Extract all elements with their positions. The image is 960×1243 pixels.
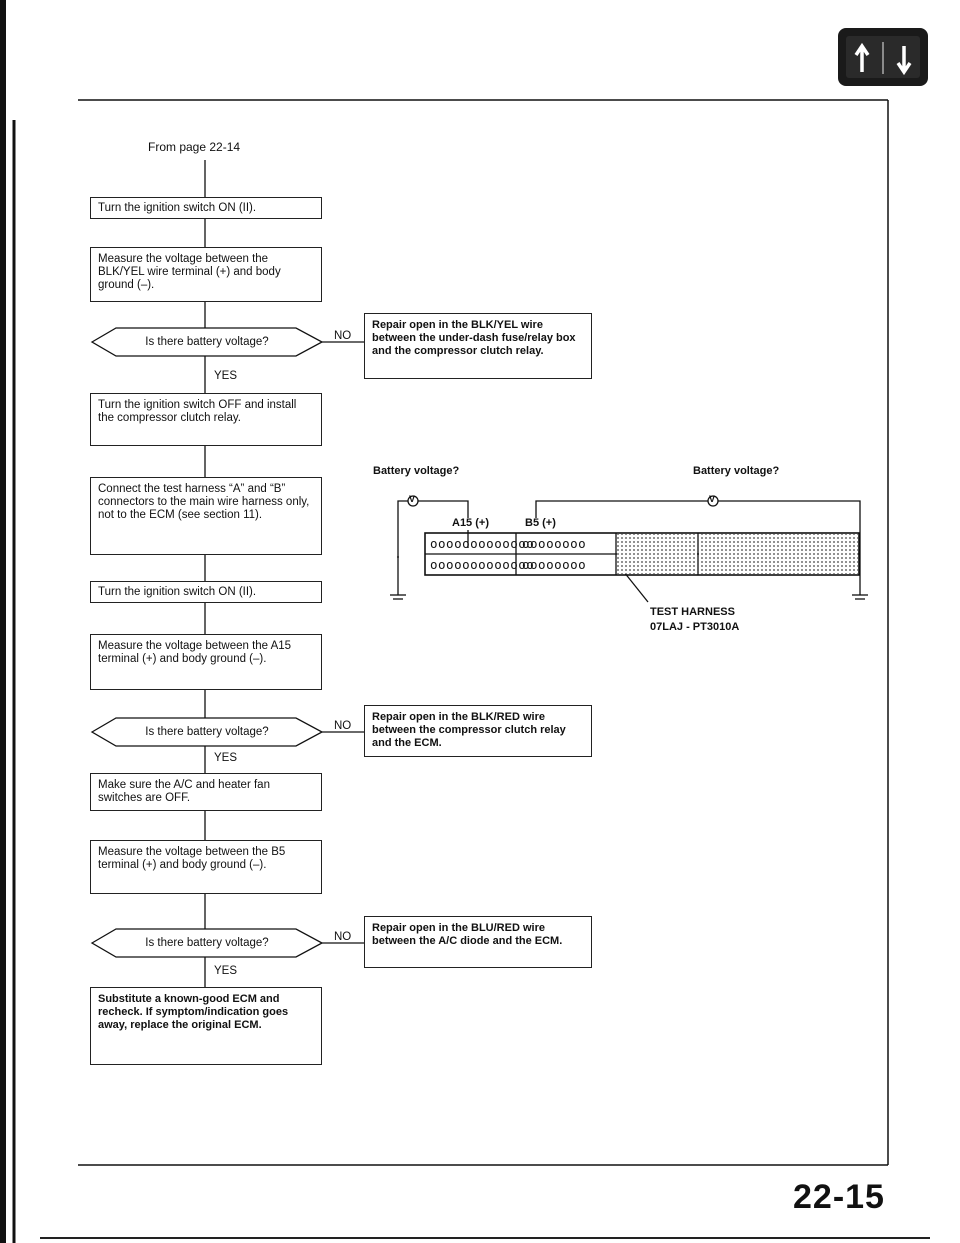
voltmeter-symbol-left: V [409, 494, 416, 504]
connector-b-row-2: oooooooo [522, 557, 587, 572]
section-icon [838, 28, 928, 86]
step-connect-harness: Connect the test harness “A” and “B” con… [90, 477, 322, 555]
test-harness-part: 07LAJ - PT3010A [650, 621, 740, 633]
binding-strip [0, 0, 6, 1243]
decision-1-text: Is there battery voltage? [145, 336, 269, 348]
repair-blk-red-wire: Repair open in the BLK/RED wire between … [364, 705, 592, 757]
from-page-label: From page 22-14 [148, 140, 241, 154]
repair-blk-yel-wire: Repair open in the BLK/YEL wire between … [364, 313, 592, 379]
connector-a-row-2: ooooooooooooo [430, 557, 535, 572]
step-substitute-ecm: Substitute a known-good ECM and recheck.… [90, 987, 322, 1065]
repair-blu-red-wire: Repair open in the BLU/RED wire between … [364, 916, 592, 968]
decision-2-text: Is there battery voltage? [145, 726, 269, 738]
step-measure-a15: Measure the voltage between the A15 term… [90, 634, 322, 690]
no-label-3: NO [334, 931, 352, 943]
step-install-relay: Turn the ignition switch OFF and install… [90, 393, 322, 446]
connector-b-row-1: oooooooo [522, 536, 587, 551]
battery-voltage-right: Battery voltage? [693, 465, 780, 477]
test-harness-label: TEST HARNESS [650, 606, 735, 618]
step-fan-switches-off: Make sure the A/C and heater fan switche… [90, 773, 322, 811]
connector-hatch-1 [617, 534, 697, 574]
yes-label-3: YES [214, 965, 238, 977]
step-ignition-on-2: Turn the ignition switch ON (II). [90, 581, 322, 603]
a15-terminal-label: A15 (+) [452, 517, 489, 529]
step-measure-blk-yel: Measure the voltage between the BLK/YEL … [90, 247, 322, 302]
decision-shape-2 [90, 717, 324, 747]
decision-shape-3 [90, 928, 324, 958]
yes-label-2: YES [214, 752, 238, 764]
step-ignition-on-1: Turn the ignition switch ON (II). [90, 197, 322, 219]
b5-terminal-label: B5 (+) [525, 517, 556, 529]
no-label-2: NO [334, 720, 352, 732]
decision-3-text: Is there battery voltage? [145, 937, 269, 949]
connector-hatch-2 [699, 534, 858, 574]
voltmeter-symbol-right: V [709, 494, 716, 504]
battery-voltage-left: Battery voltage? [373, 465, 460, 477]
decision-shape-1 [90, 327, 324, 357]
page-number: 22-15 [793, 1178, 885, 1216]
connector-a-row-1: ooooooooooooo [430, 536, 535, 551]
step-measure-b5: Measure the voltage between the B5 termi… [90, 840, 322, 894]
no-label-1: NO [334, 330, 352, 342]
yes-label-1: YES [214, 370, 238, 382]
